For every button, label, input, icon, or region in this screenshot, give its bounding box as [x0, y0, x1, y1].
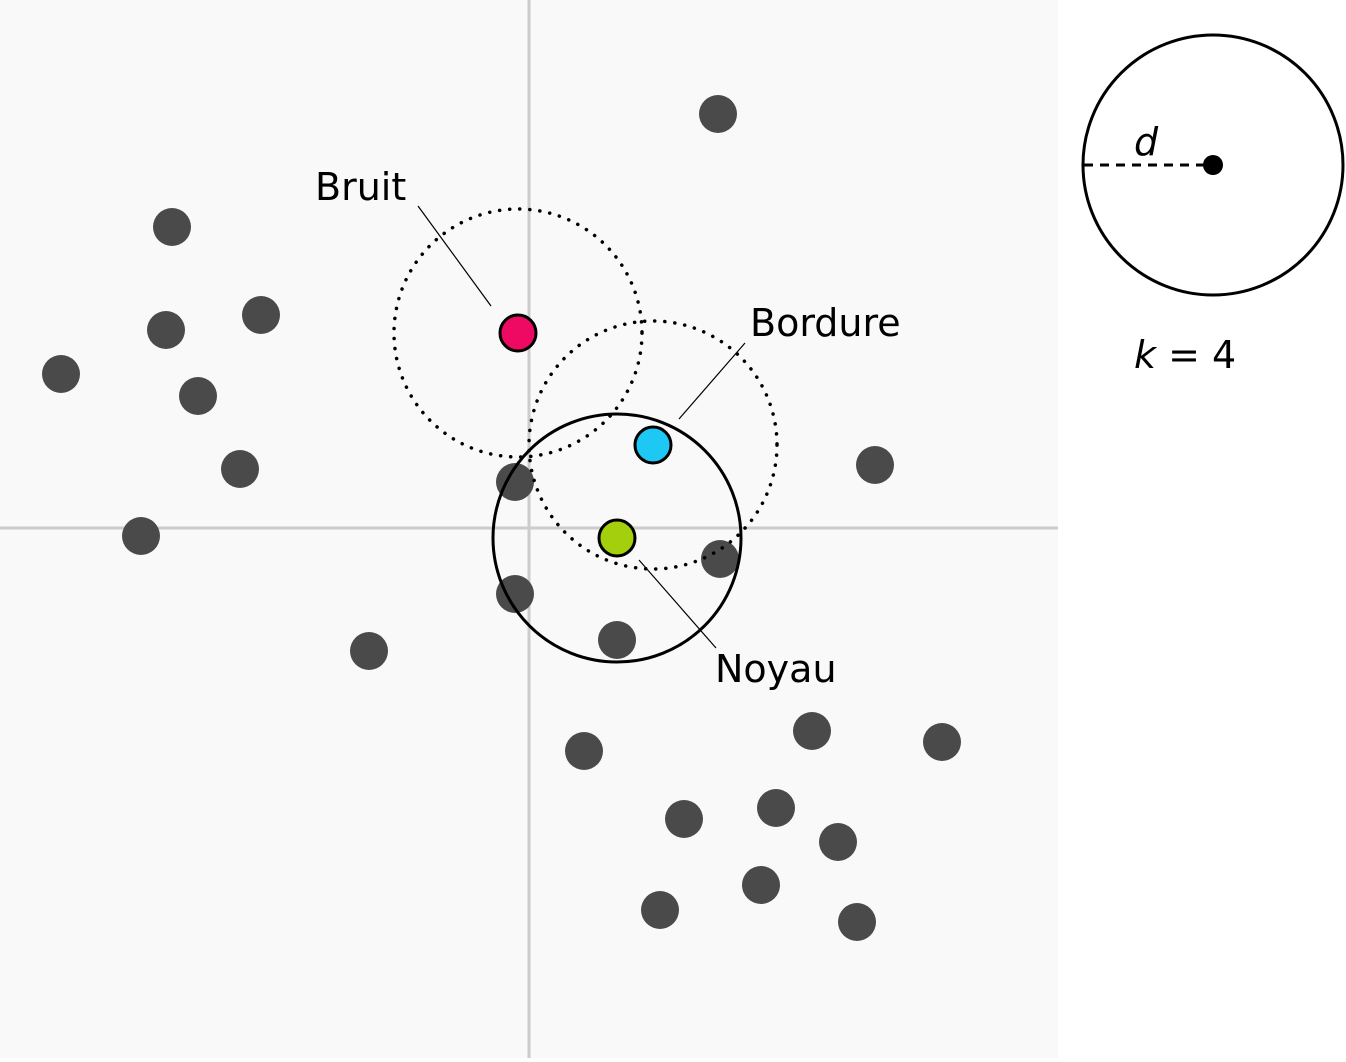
- noise-point: [498, 313, 538, 353]
- border-neighbourhood-circle: [527, 319, 779, 571]
- data-point: [496, 575, 534, 613]
- data-point: [856, 446, 894, 484]
- data-point: [153, 208, 191, 246]
- noise-label: Bruit: [315, 165, 406, 209]
- legend-radius-circle: [1081, 33, 1345, 297]
- data-point: [838, 903, 876, 941]
- data-point: [819, 823, 857, 861]
- legend-center-dot: [1203, 155, 1223, 175]
- legend: d k = 4: [1081, 33, 1345, 377]
- noise-leader-line: [417, 205, 492, 307]
- data-point: [641, 891, 679, 929]
- data-point: [147, 311, 185, 349]
- data-point: [221, 450, 259, 488]
- data-point: [665, 800, 703, 838]
- data-point: [179, 377, 217, 415]
- legend-k-symbol: k: [1134, 333, 1158, 377]
- legend-k-value: = 4: [1156, 333, 1236, 377]
- data-point: [701, 540, 739, 578]
- core-leader-line: [638, 559, 717, 649]
- border-point: [633, 425, 673, 465]
- legend-radius-label: d: [1134, 120, 1159, 164]
- core-label: Noyau: [715, 647, 837, 691]
- data-point: [565, 732, 603, 770]
- data-point: [757, 789, 795, 827]
- data-point: [122, 517, 160, 555]
- core-point: [597, 518, 637, 558]
- data-point: [350, 632, 388, 670]
- data-point: [242, 296, 280, 334]
- noise-neighbourhood-circle: [392, 207, 644, 459]
- border-label: Bordure: [750, 301, 901, 345]
- data-point: [793, 712, 831, 750]
- border-leader-line: [678, 342, 746, 420]
- data-point: [42, 355, 80, 393]
- data-point: [742, 866, 780, 904]
- data-point: [699, 95, 737, 133]
- data-points: [42, 95, 961, 941]
- core-neighbourhood-circle: [491, 412, 743, 664]
- data-point: [496, 463, 534, 501]
- legend-k-label: k = 4: [1134, 333, 1236, 377]
- data-point: [598, 621, 636, 659]
- data-point: [923, 723, 961, 761]
